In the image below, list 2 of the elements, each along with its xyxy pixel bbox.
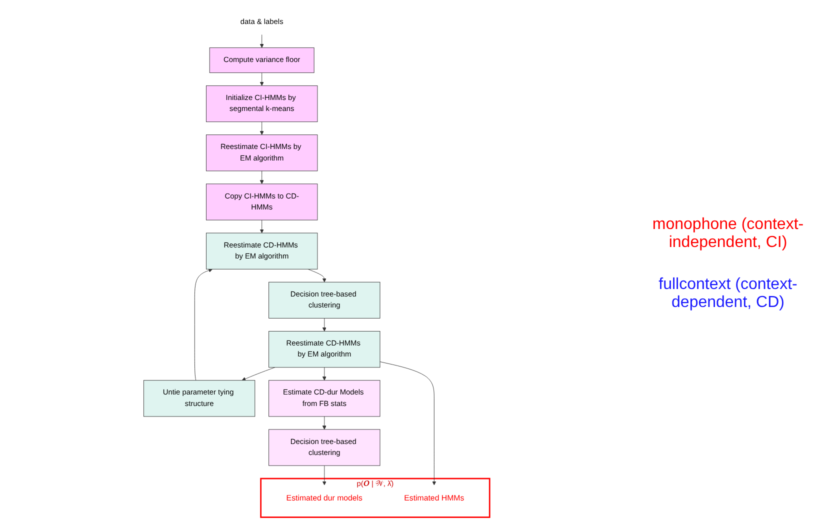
column-caption: monophone (context-independent, CI) bbox=[651, 216, 805, 252]
column-caption: fullcontext (context-dependent, CD) bbox=[658, 276, 798, 312]
